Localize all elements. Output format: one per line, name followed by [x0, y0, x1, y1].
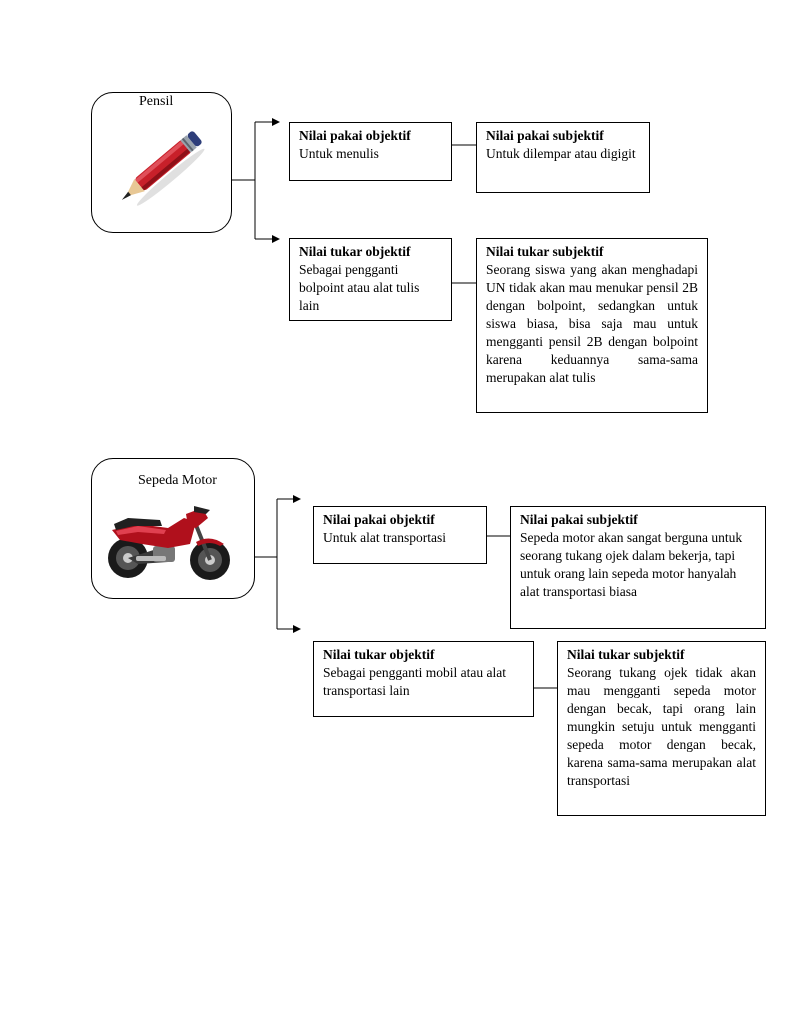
box-nilai-tukar-subjektif-motor: Nilai tukar subjektif Seorang tukang oje…	[557, 641, 766, 816]
box-title: Nilai pakai objektif	[299, 128, 411, 143]
box-body: Seorang siswa yang akan menghadapi UN ti…	[486, 262, 698, 385]
box-nilai-pakai-objektif-pensil: Nilai pakai objektif Untuk menulis	[289, 122, 452, 181]
box-nilai-pakai-subjektif-motor: Nilai pakai subjektif Sepeda motor akan …	[510, 506, 766, 629]
box-nilai-tukar-objektif-pensil: Nilai tukar objektif Sebagai pengganti b…	[289, 238, 452, 321]
box-body: Sepeda motor akan sangat berguna untuk s…	[520, 530, 743, 599]
box-title: Nilai pakai objektif	[323, 512, 435, 527]
box-nilai-pakai-subjektif-pensil: Nilai pakai subjektif Untuk dilempar ata…	[476, 122, 650, 193]
box-title: Nilai tukar objektif	[299, 244, 411, 259]
pencil-icon	[121, 131, 205, 206]
box-nilai-pakai-objektif-motor: Nilai pakai objektif Untuk alat transpor…	[313, 506, 487, 564]
motorcycle-icon	[108, 506, 230, 580]
box-body: Untuk alat transportasi	[323, 530, 446, 545]
item-label-sepeda-motor: Sepeda Motor	[138, 473, 217, 488]
box-title: Nilai tukar objektif	[323, 647, 435, 662]
section-2-connectors	[254, 495, 557, 689]
box-nilai-tukar-subjektif-pensil: Nilai tukar subjektif Seorang siswa yang…	[476, 238, 708, 413]
box-title: Nilai pakai subjektif	[486, 128, 604, 143]
box-body: Untuk dilempar atau digigit	[486, 146, 636, 161]
item-label-pensil: Pensil	[139, 94, 174, 109]
box-title: Nilai pakai subjektif	[520, 512, 638, 527]
box-body: Untuk menulis	[299, 146, 379, 161]
box-title: Nilai tukar subjektif	[486, 244, 604, 259]
section-1-connectors	[231, 118, 476, 284]
box-nilai-tukar-objektif-motor: Nilai tukar objektif Sebagai pengganti m…	[313, 641, 534, 717]
box-body: Seorang tukang ojek tidak akan mau mengg…	[567, 665, 756, 788]
box-body: Sebagai pengganti bolpoint atau alat tul…	[299, 262, 420, 313]
box-title: Nilai tukar subjektif	[567, 647, 685, 662]
box-body: Sebagai pengganti mobil atau alat transp…	[323, 665, 506, 698]
